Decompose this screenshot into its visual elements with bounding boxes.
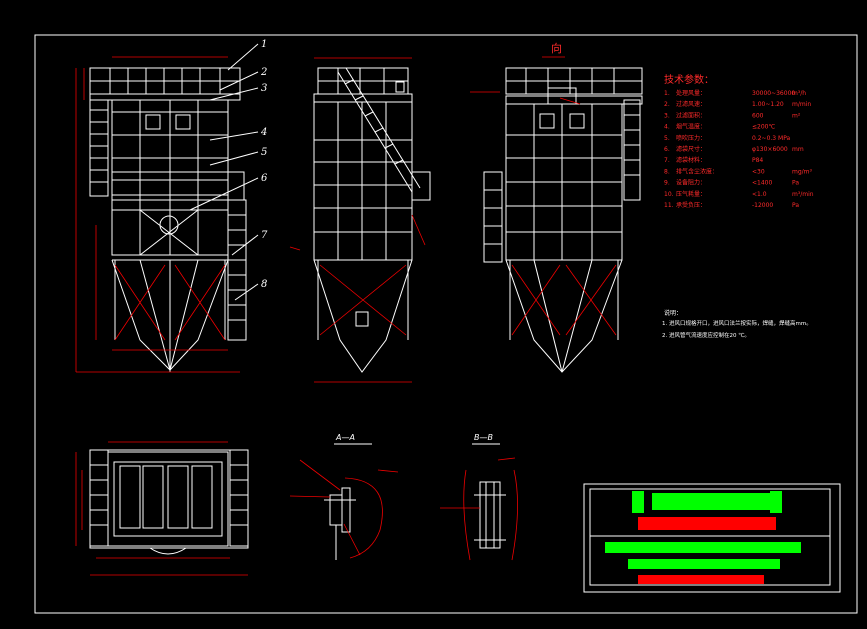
spec-unit: mg/m³ <box>792 168 813 175</box>
spec-unit: m³/min <box>792 191 814 198</box>
spec-label: 压气耗量： <box>676 190 706 198</box>
section-a: A—A <box>289 433 399 560</box>
spec-label: 滤袋尺寸： <box>676 145 706 153</box>
spec-number: 11. <box>664 202 674 209</box>
spec-unit: Pa <box>792 202 799 209</box>
rear-view: 向 <box>470 41 643 373</box>
spec-value: P84 <box>752 157 763 164</box>
callout-7: 7 <box>261 230 268 241</box>
spec-number: 2. <box>664 101 670 108</box>
spec-unit: m/min <box>792 101 811 108</box>
spec-value: ≤200℃ <box>752 124 775 131</box>
spec-number: 5. <box>664 135 670 142</box>
spec-number: 4. <box>664 124 670 131</box>
callout-labels: 1 2 3 4 5 6 7 8 <box>260 39 268 290</box>
spec-number: 8. <box>664 168 670 175</box>
spec-number: 9. <box>664 180 670 187</box>
spec-value: <30 <box>752 168 765 175</box>
side-view <box>289 57 431 383</box>
front-view <box>75 43 259 373</box>
view-title: 向 <box>551 41 562 55</box>
callout-8: 8 <box>261 279 267 290</box>
spec-label: 设备阻力： <box>676 179 706 187</box>
spec-label: 烟气温度： <box>676 123 706 131</box>
spec-value: <1.0 <box>752 191 767 198</box>
spec-number: 3. <box>664 112 670 119</box>
spec-value: 1.00~1.20 <box>752 101 784 108</box>
plan-view <box>75 441 249 576</box>
spec-value: 600 <box>752 112 764 119</box>
spec-unit: Pa <box>792 180 799 187</box>
spec-label: 过滤风速： <box>676 100 706 108</box>
callout-3: 3 <box>261 83 267 94</box>
callout-2: 2 <box>260 67 267 78</box>
note-1: 1. 进风口规格开口，进风口法兰按实际，焊缝，焊缝高mm。 <box>662 319 812 327</box>
spec-label: 排气含尘浓度： <box>676 167 718 175</box>
callout-4: 4 <box>260 127 267 138</box>
spec-title: 技术参数： <box>664 73 714 86</box>
spec-unit: m³/h <box>792 90 806 97</box>
spec-number: 1. <box>664 90 670 97</box>
callout-5: 5 <box>261 147 267 158</box>
drawing-border <box>34 34 858 614</box>
section-b-label: B—B <box>474 433 493 442</box>
spec-label: 承受负压： <box>676 201 706 209</box>
spec-label: 滤袋材料： <box>676 156 706 164</box>
spec-label: 处理风量： <box>676 89 706 97</box>
spec-value: <1400 <box>752 180 772 187</box>
title-block <box>583 483 841 593</box>
callout-1: 1 <box>261 39 267 50</box>
notes-title: 说明： <box>664 309 682 317</box>
spec-number: 7. <box>664 157 670 164</box>
spec-value: 30000~36000 <box>752 90 795 97</box>
spec-label: 喷吹压力： <box>676 134 706 142</box>
note-2: 2. 进风管气流速度应控制在20 ℃。 <box>662 331 750 339</box>
callout-6: 6 <box>261 173 268 184</box>
spec-value: 0.2~0.3 MPa <box>752 135 791 142</box>
spec-value: φ130×6000 <box>752 146 788 153</box>
spec-unit: m² <box>792 112 801 119</box>
spec-unit: mm <box>792 146 804 153</box>
spec-label: 过滤面积： <box>676 111 706 119</box>
spec-number: 10. <box>664 191 674 198</box>
spec-number: 6. <box>664 146 670 153</box>
spec-value: -12000 <box>752 202 773 209</box>
section-a-label: A—A <box>335 433 355 442</box>
section-b: B—B <box>440 433 518 561</box>
